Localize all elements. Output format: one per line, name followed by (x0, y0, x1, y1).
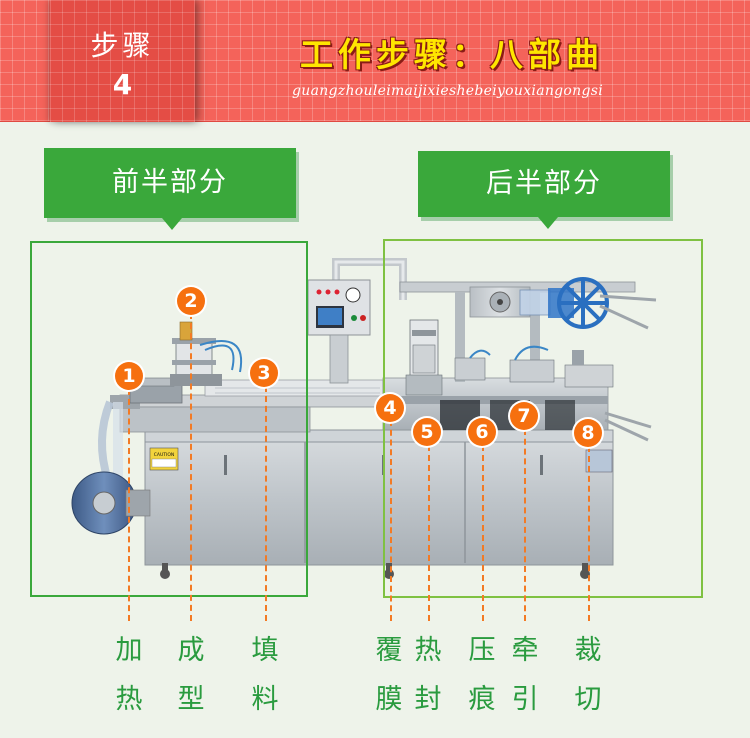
front-section-frame (30, 241, 308, 597)
step-label-heat-sealing-1: 热 (414, 635, 442, 666)
caution-text: CAUTION (154, 452, 175, 458)
guide-line-1 (128, 389, 130, 621)
page-title: 工作步骤：八部曲 (300, 35, 604, 74)
guide-line-6 (482, 445, 484, 621)
step-label-filling-1: 填 (251, 635, 279, 666)
step-number: 4 (112, 68, 133, 101)
step-marker-3: 3 (250, 359, 278, 387)
back-section-label: 后半部分 (418, 151, 670, 229)
step-marker-6: 6 (468, 418, 496, 446)
step-label-heating-2: 热 (115, 684, 143, 715)
step-marker-4: 4 (376, 394, 404, 422)
name-plate (585, 449, 613, 473)
page-subtitle: guangzhouleimaijixieshebeiyouxiangongsi (292, 83, 603, 99)
step-label-film-covering-2: 膜 (375, 684, 403, 715)
step-label-filling-2: 料 (251, 684, 279, 715)
header-banner: 步骤 4 工作步骤：八部曲 guangzhouleimaijixieshebei… (0, 0, 750, 122)
step-label-forming-1: 成 (177, 635, 205, 666)
step-marker-1: 1 (115, 362, 143, 390)
step-marker-2: 2 (177, 287, 205, 315)
step-label-indenting-1: 压 (468, 635, 496, 666)
front-section-label: 前半部分 (44, 148, 296, 230)
guide-line-2 (190, 313, 192, 621)
step-marker-7: 7 (510, 402, 538, 430)
step-label-cutting-2: 切 (574, 684, 602, 715)
step-marker-5: 5 (413, 418, 441, 446)
step-label-heat-sealing-2: 封 (414, 684, 442, 715)
step-label-cutting-1: 裁 (574, 635, 602, 666)
step-marker-8: 8 (574, 419, 602, 447)
machine-cabinet (144, 429, 614, 566)
guide-line-3 (265, 386, 267, 621)
step-tab: 步骤 4 (50, 0, 195, 122)
step-label-traction-1: 牵 (511, 635, 539, 666)
step-label-traction-2: 引 (511, 684, 539, 715)
guide-line-7 (524, 429, 526, 621)
guide-line-4 (390, 420, 392, 621)
step-label-heating-1: 加 (115, 635, 143, 666)
step-label-indenting-2: 痕 (468, 684, 496, 715)
guide-line-5 (428, 445, 430, 621)
step-label-forming-2: 型 (177, 684, 205, 715)
step-label-film-covering-1: 覆 (375, 635, 403, 666)
guide-line-8 (588, 446, 590, 621)
step-label: 步骤 (90, 29, 155, 62)
